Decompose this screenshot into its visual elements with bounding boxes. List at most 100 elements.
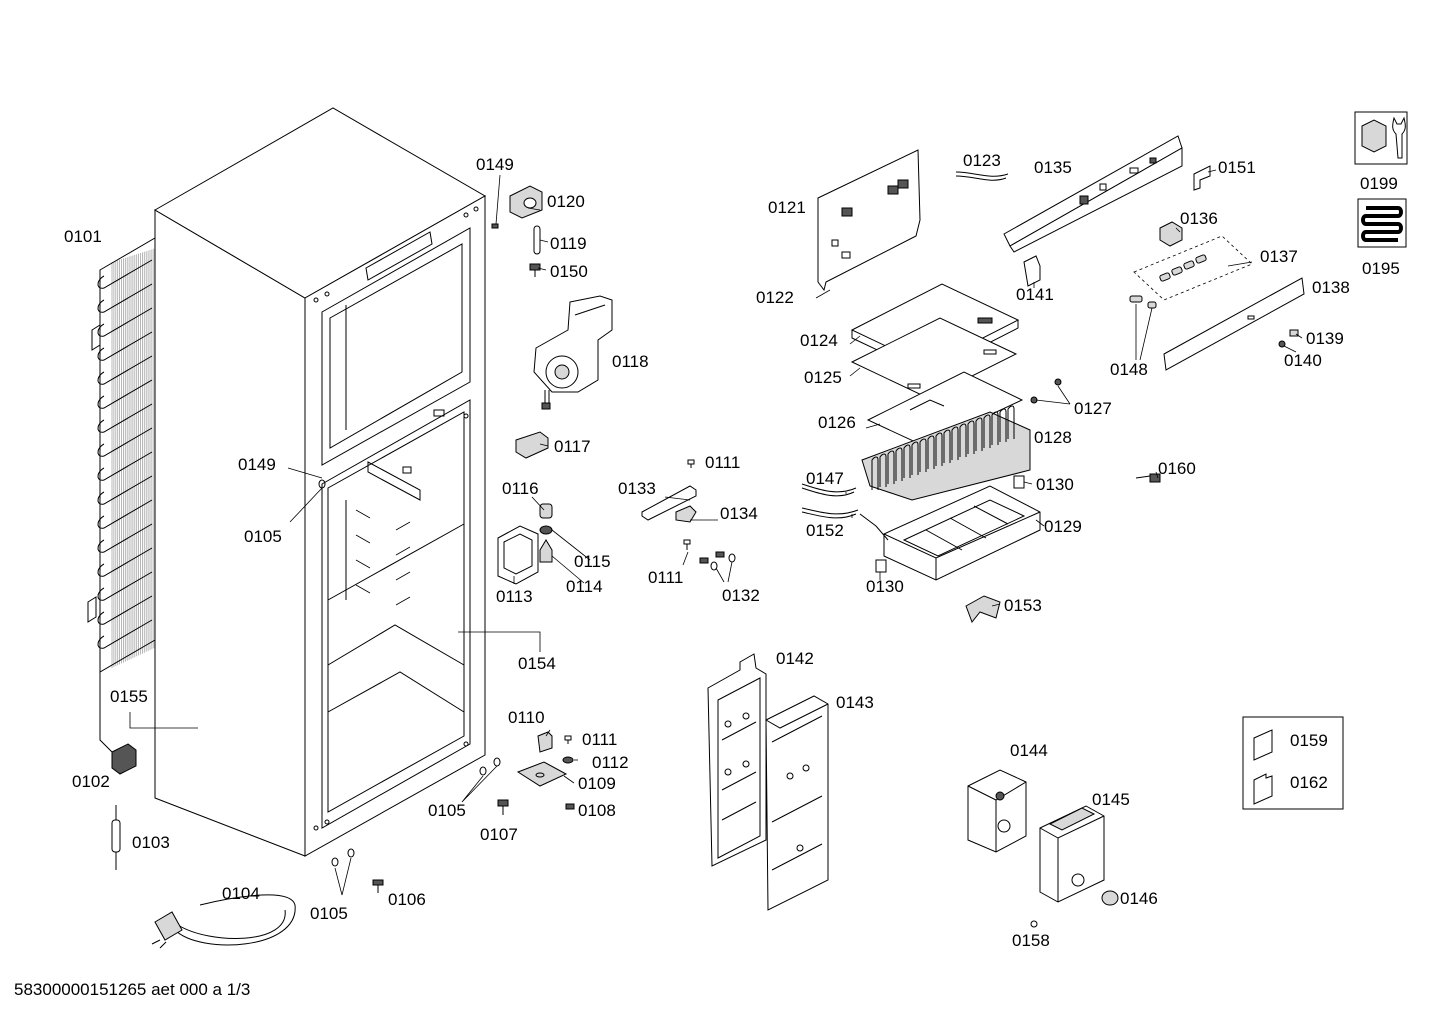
label-0138: 0138 xyxy=(1312,278,1350,297)
part-0150-screw xyxy=(529,263,541,277)
label-0195: 0195 xyxy=(1362,259,1400,278)
evaporator-fin xyxy=(879,453,887,487)
evaporator-fin xyxy=(991,411,999,445)
label-0145: 0145 xyxy=(1092,790,1130,809)
label-0137: 0137 xyxy=(1260,247,1298,266)
label-0142: 0142 xyxy=(776,649,814,668)
label-0135: 0135 xyxy=(1034,158,1072,177)
label-0133: 0133 xyxy=(618,479,656,498)
part-0149-screw xyxy=(491,223,499,229)
evaporator-fin xyxy=(951,426,959,460)
part-labels: 0101 0102 0103 0104 0105 0105 0105 0106 … xyxy=(64,151,1400,950)
label-0101: 0101 xyxy=(64,227,102,246)
part-0147-wire xyxy=(801,483,857,497)
part-0108-screw xyxy=(565,803,575,810)
label-0117: 0117 xyxy=(554,437,591,456)
part-0123-wire xyxy=(955,171,1009,181)
coil-loop xyxy=(97,571,153,601)
part-0114-lamp-holder xyxy=(539,539,553,563)
label-0104: 0104 xyxy=(222,884,260,903)
part-0113-panel xyxy=(497,525,539,585)
part-0109-hinge-bottom xyxy=(516,761,568,787)
evaporator-fin xyxy=(967,420,975,454)
label-0113: 0113 xyxy=(496,587,533,606)
label-0121: 0121 xyxy=(768,198,806,217)
parts-diagram: 0101 0102 0103 0104 0105 0105 0105 0106 … xyxy=(64,107,1408,950)
label-0139: 0139 xyxy=(1306,329,1344,348)
part-0120-hinge-top xyxy=(509,185,543,219)
evaporator-fin xyxy=(871,456,879,490)
part-0121-panel xyxy=(817,149,921,292)
label-0129: 0129 xyxy=(1044,517,1082,536)
label-0128: 0128 xyxy=(1034,428,1072,447)
part-0104-power-cord xyxy=(151,894,296,949)
leader-lines xyxy=(129,169,1303,896)
evaporator-fin xyxy=(959,423,967,457)
label-0126: 0126 xyxy=(818,413,856,432)
evaporator-fin xyxy=(919,438,927,472)
label-0146: 0146 xyxy=(1120,889,1158,908)
coil-loop xyxy=(97,307,153,337)
label-0141: 0141 xyxy=(1016,285,1054,304)
evaporator-fin xyxy=(927,435,935,469)
label-0109: 0109 xyxy=(578,774,616,793)
label-0130-b: 0130 xyxy=(866,577,904,596)
coil-icon xyxy=(1357,198,1407,248)
label-0160: 0160 xyxy=(1158,459,1196,478)
part-0158-part xyxy=(1030,920,1038,928)
part-0111-screws-a xyxy=(683,459,695,550)
label-0162: 0162 xyxy=(1290,773,1328,792)
coil-loop xyxy=(97,259,153,289)
label-0111-b: 0111 xyxy=(648,568,683,587)
evaporator-fin xyxy=(895,447,903,481)
label-0120: 0120 xyxy=(547,192,585,211)
coil-loop xyxy=(97,355,153,385)
part-0151-clip xyxy=(1193,165,1211,191)
label-0159: 0159 xyxy=(1290,731,1328,750)
coil-loop xyxy=(97,499,153,529)
part-0136-connector xyxy=(1159,221,1183,247)
coil-loop xyxy=(97,403,153,433)
evaporator-fin xyxy=(887,450,895,484)
label-0150: 0150 xyxy=(550,262,588,281)
label-0140: 0140 xyxy=(1284,351,1322,370)
part-0146-knob xyxy=(1101,890,1119,906)
label-0148: 0148 xyxy=(1110,360,1148,379)
part-0137-buttons xyxy=(1133,235,1253,301)
part-0116-lamp xyxy=(539,503,553,519)
part-0133-bracket xyxy=(641,485,697,521)
part-0130-blocks xyxy=(875,475,1025,573)
label-0107: 0107 xyxy=(480,825,518,844)
label-0123: 0123 xyxy=(963,151,1001,170)
part-0143-cover xyxy=(765,695,829,911)
part-0126-plate xyxy=(866,371,1024,447)
coil-loop xyxy=(97,547,153,577)
label-0147: 0147 xyxy=(806,469,844,488)
evaporator-fin xyxy=(975,417,983,451)
part-0128-evaporator xyxy=(861,405,1031,501)
part-0118-fan-assembly xyxy=(533,295,613,410)
coil-loop xyxy=(97,331,153,361)
label-0112: 0112 xyxy=(592,753,629,772)
coil-loop xyxy=(97,523,153,553)
label-0122: 0122 xyxy=(756,288,794,307)
part-0102-bracket xyxy=(111,743,137,775)
coil-loop xyxy=(97,619,153,649)
label-0199: 0199 xyxy=(1360,174,1398,193)
label-0152: 0152 xyxy=(806,521,844,540)
label-0149-b: 0149 xyxy=(238,455,276,474)
evaporator-fin xyxy=(1007,405,1015,439)
label-0105-b: 0105 xyxy=(428,801,466,820)
part-0134-clip xyxy=(675,505,697,523)
part-0160-sensor xyxy=(1135,473,1161,483)
coil-loop xyxy=(97,283,153,313)
evaporator-fin xyxy=(903,444,911,478)
part-0119-pin xyxy=(533,225,541,255)
label-0151: 0151 xyxy=(1218,158,1256,177)
coil-loop xyxy=(97,451,153,481)
coil-loop xyxy=(97,475,153,505)
coil-loop xyxy=(97,427,153,457)
label-0108: 0108 xyxy=(578,801,616,820)
evaporator-fin xyxy=(943,429,951,463)
label-0102: 0102 xyxy=(72,772,110,791)
